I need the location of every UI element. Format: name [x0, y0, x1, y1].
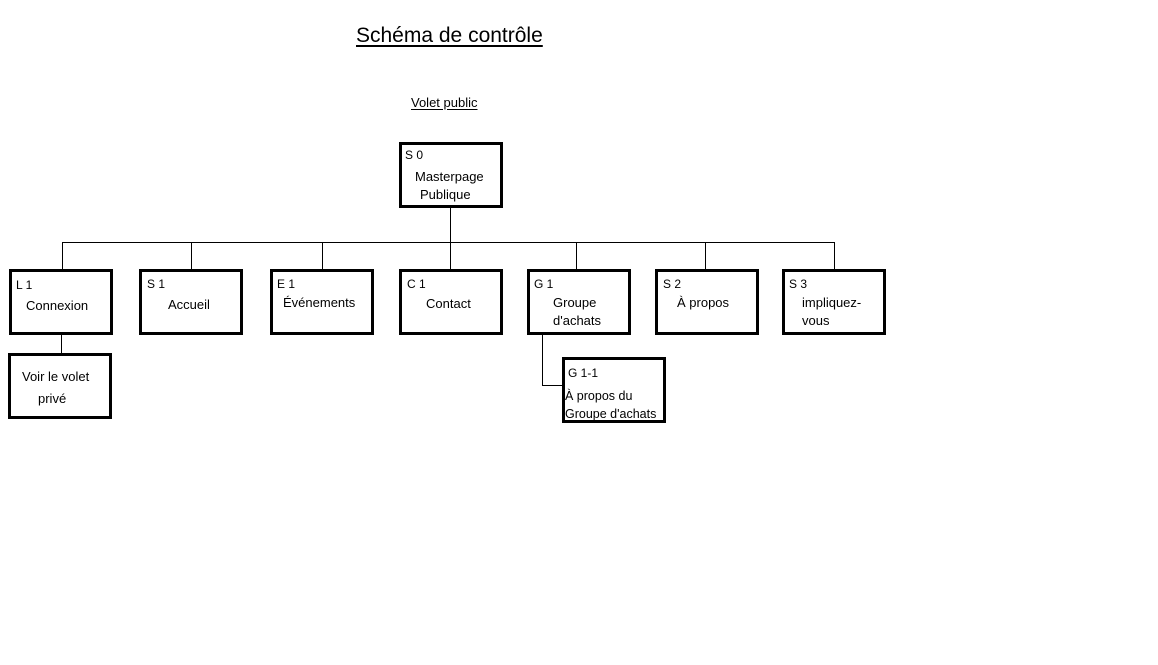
node-code: E 1 — [277, 277, 296, 291]
node-c1-contact: C 1 Contact — [399, 269, 503, 335]
node-label: Voir le volet privé — [22, 366, 89, 410]
node-label-line: Accueil — [168, 297, 210, 312]
node-label-line: d'achats — [553, 313, 602, 328]
node-label-line: Contact — [426, 296, 471, 311]
node-label-line: À propos du — [565, 389, 633, 403]
node-label-line: privé — [38, 391, 67, 406]
node-e1-evenements: E 1 Événements — [270, 269, 374, 335]
node-label-line: Connexion — [26, 298, 89, 313]
node-code: C 1 — [407, 277, 426, 291]
node-l1-connexion: L 1 Connexion — [9, 269, 113, 335]
node-label: impliquez- vous — [802, 294, 861, 330]
section-subtitle: Volet public — [411, 95, 478, 110]
node-label: Accueil — [168, 296, 210, 314]
node-s3-impliquez-vous: S 3 impliquez- vous — [782, 269, 886, 335]
node-label: À propos du Groupe d'achats — [565, 387, 656, 423]
node-code: S 1 — [147, 277, 166, 291]
node-label: Masterpage Publique — [415, 168, 484, 204]
node-label-line: Masterpage — [415, 169, 484, 184]
node-code: S 0 — [405, 148, 424, 162]
node-label-line: À propos — [677, 295, 730, 310]
node-voir-le-volet-prive: Voir le volet privé — [8, 353, 112, 419]
node-s2-a-propos: S 2 À propos — [655, 269, 759, 335]
node-code: G 1 — [534, 277, 554, 291]
node-label-line: Publique — [420, 187, 471, 202]
node-code: G 1-1 — [568, 366, 599, 380]
node-label-line: Voir le volet — [22, 369, 90, 384]
node-code: S 3 — [789, 277, 808, 291]
node-label-line: impliquez- — [802, 295, 862, 310]
node-label: Groupe d'achats — [553, 294, 601, 330]
node-s1-accueil: S 1 Accueil — [139, 269, 243, 335]
node-label-line: vous — [802, 313, 830, 328]
node-code: L 1 — [16, 278, 33, 292]
node-label-line: Groupe d'achats — [565, 407, 657, 421]
node-label: Connexion — [26, 297, 88, 315]
page-title: Schéma de contrôle — [356, 24, 543, 47]
node-s0-masterpage-publique: S 0 Masterpage Publique — [399, 142, 503, 208]
node-g11-a-propos-du-groupe: G 1-1 À propos du Groupe d'achats — [562, 357, 666, 423]
node-label: Contact — [426, 295, 471, 313]
node-g1-groupe-dachats: G 1 Groupe d'achats — [527, 269, 631, 335]
node-label-line: Groupe — [553, 295, 597, 310]
node-code: S 2 — [663, 277, 682, 291]
connector-g1-g11 — [542, 334, 564, 386]
node-label-line: Événements — [283, 295, 356, 310]
node-label: À propos — [677, 294, 729, 312]
node-label: Événements — [283, 294, 355, 312]
